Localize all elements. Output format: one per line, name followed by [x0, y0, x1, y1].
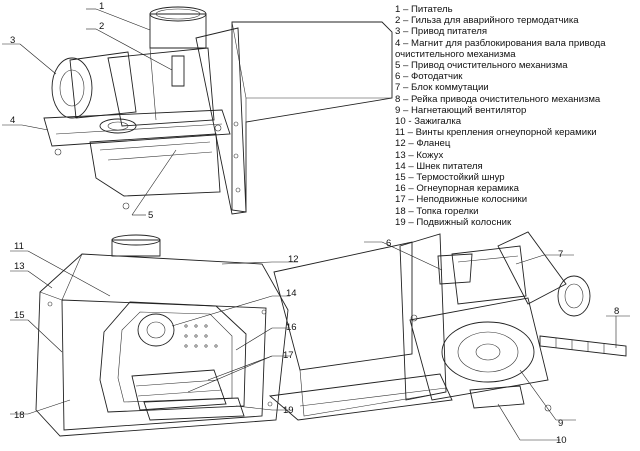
- leader-7: [515, 254, 545, 265]
- leader-12: [221, 261, 273, 265]
- leader-16: [235, 327, 273, 351]
- callout-11: 11: [14, 241, 24, 252]
- callout-2: 2: [99, 21, 104, 32]
- legend-item: 19 – Подвижный колосник: [395, 216, 512, 228]
- leader-14: [171, 295, 273, 327]
- leader-9: [519, 369, 557, 421]
- leader-4: [21, 124, 49, 131]
- leader-18: [27, 399, 71, 415]
- legend-item: 17 – Неподвижные колосники: [395, 194, 528, 206]
- leader-2: [95, 28, 173, 71]
- legend-item: 1 – Питатель: [395, 4, 453, 15]
- legend-item: 12 – Фланец: [395, 138, 451, 150]
- callout-16: 16: [286, 322, 297, 333]
- callout-12: 12: [288, 254, 299, 265]
- leader-13: [27, 270, 53, 289]
- leader-10: [497, 403, 521, 441]
- callout-15: 15: [14, 310, 25, 321]
- callout-3: 3: [10, 35, 15, 46]
- legend-item: 9 – Нагнетающий вентилятор: [395, 104, 527, 116]
- callout-14: 14: [286, 288, 297, 299]
- legend-item: 16 – Огнеупорная керамика: [395, 183, 519, 195]
- callout-8: 8: [614, 306, 619, 317]
- callout-6: 6: [386, 238, 391, 249]
- legend-item: 18 – Топка горелки: [395, 205, 479, 217]
- leader-1: [95, 8, 151, 31]
- leader-11: [27, 250, 111, 297]
- leader-6: [381, 241, 443, 271]
- callout-18: 18: [14, 410, 25, 421]
- view-combustion-chamber: [35, 234, 289, 437]
- callout-13: 13: [14, 261, 25, 272]
- leader-17b: [187, 355, 273, 393]
- callout-1: 1: [99, 1, 104, 12]
- legend-item: 6 – Фотодатчик: [395, 71, 463, 83]
- callout-19: 19: [283, 405, 294, 416]
- legend-item: 14 – Шнек питателя: [395, 160, 483, 172]
- legend-item: 13 – Кожух: [395, 149, 444, 161]
- callout-4: 4: [10, 115, 15, 126]
- ceramic-perforations: [184, 324, 218, 348]
- leader-3: [19, 43, 57, 75]
- view-burner-underside: [268, 231, 627, 421]
- leader-5: [131, 149, 177, 216]
- callout-17: 17: [283, 350, 294, 361]
- legend-item: 8 – Рейка привода очистительного механиз…: [395, 93, 601, 105]
- legend-item: 4 – Магнит для разблокирования вала прив…: [395, 37, 606, 60]
- legend-item: 2 – Гильза для аварийного термодатчика: [395, 15, 579, 27]
- callout-5: 5: [148, 210, 153, 221]
- legend-item: 5 – Привод очистительного механизма: [395, 60, 568, 72]
- leader-19: [235, 405, 273, 411]
- leader-15: [27, 319, 63, 353]
- leader-17a: [207, 355, 273, 381]
- legend-item: 15 – Термостойкий шнур: [395, 172, 505, 184]
- legend-item: 7 – Блок коммутации: [395, 82, 489, 94]
- callout-9: 9: [558, 418, 563, 429]
- callout-10: 10: [556, 435, 567, 446]
- callout-7: 7: [558, 249, 563, 260]
- legend-item: 10 - Зажигалка: [395, 116, 462, 128]
- legend-item: 3 – Привод питателя: [395, 26, 488, 38]
- legend-item: 11 – Винты крепления огнеупорной керамик…: [395, 127, 597, 139]
- view-burner-top: [43, 6, 393, 215]
